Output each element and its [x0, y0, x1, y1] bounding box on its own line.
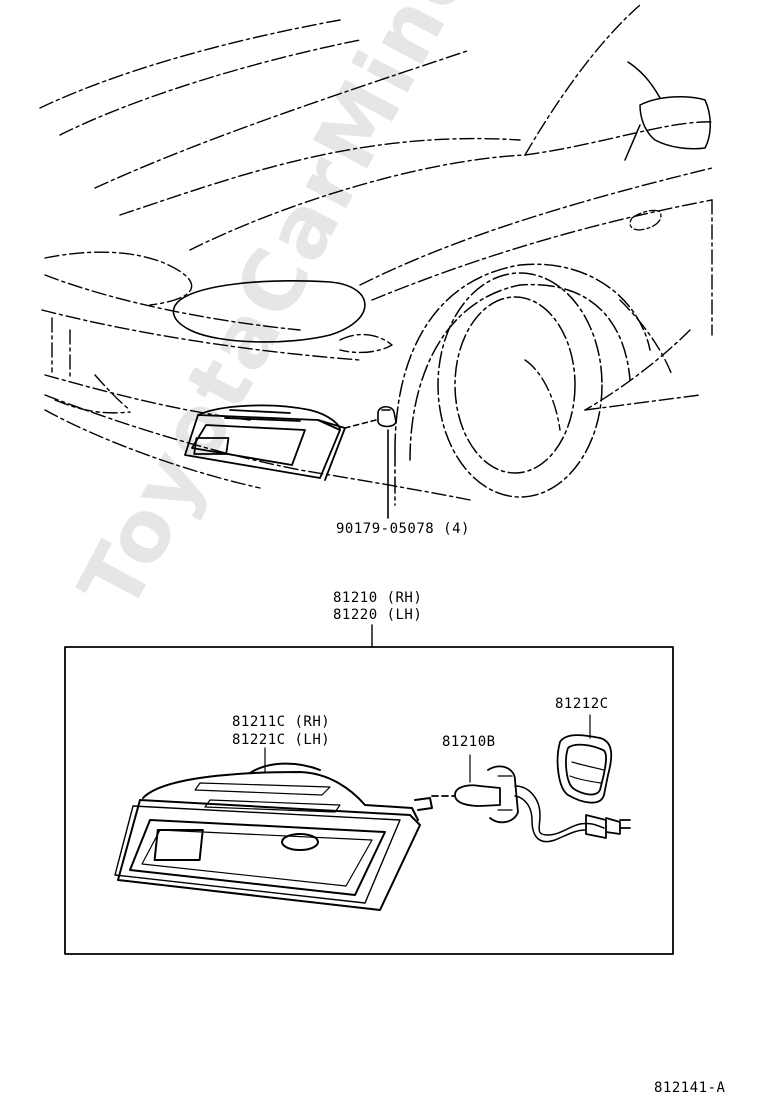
headlamp [172, 280, 366, 343]
side-mirror [624, 61, 711, 161]
part-number-cover: 81212C [555, 696, 609, 712]
cover-detail [556, 714, 613, 804]
figure-id: 812141-A [654, 1080, 726, 1096]
door-handle [629, 209, 662, 231]
part-number-assembly-lh: 81220 (LH) [333, 607, 423, 623]
detail-frame [64, 646, 674, 955]
part-number-assembly-rh: 81210 (RH) [333, 590, 423, 606]
part-number-bulb: 81210B [442, 734, 496, 750]
front-wheel [394, 263, 651, 506]
fog-lamp-installed [184, 404, 346, 481]
car-body-outline [39, 4, 713, 501]
bolt-clip [344, 405, 397, 519]
fog-lamp-detail [114, 747, 433, 911]
part-number-lens-rh: 81211C (RH) [232, 714, 331, 730]
headlamp-lower-trim [339, 333, 393, 354]
part-number-bolt: 90179-05078 (4) [336, 521, 470, 537]
bulb-detail [431, 754, 631, 843]
part-number-lens-lh: 81221C (LH) [232, 732, 331, 748]
